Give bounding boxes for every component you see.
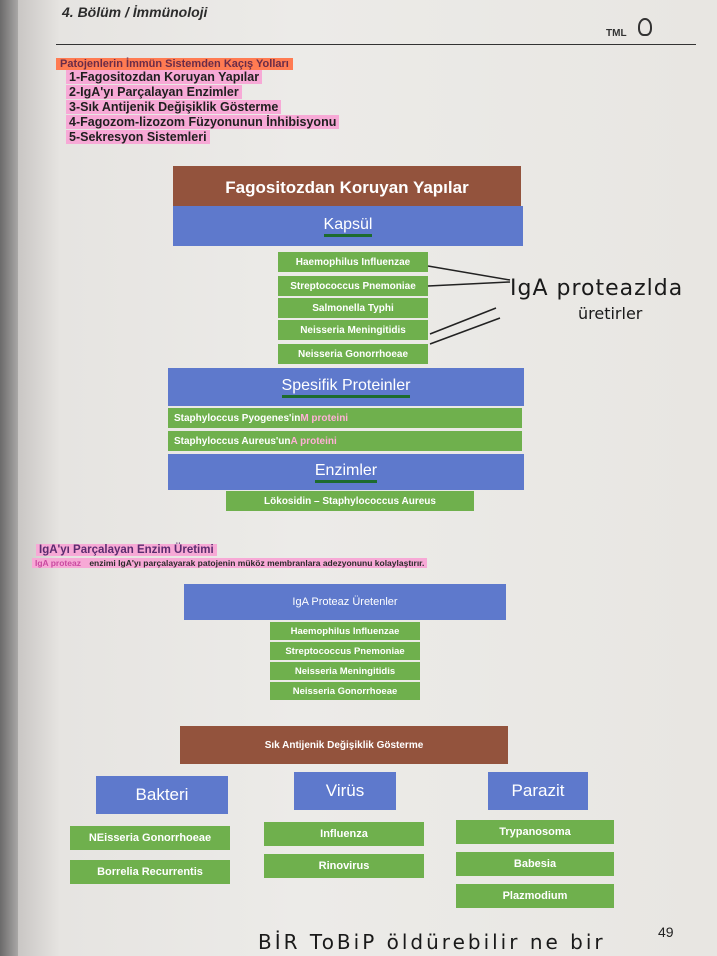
column-header-virus: Virüs (294, 772, 396, 810)
list-item-text: 4-Fagozom-lizozom Füzyonunun İnhibisyonu (66, 115, 340, 129)
capsule-item: Neisseria Gonorrhoeae (278, 344, 428, 364)
handwriting-note-line2: üretirler (578, 304, 643, 323)
section2-title: IgA'yı Parçalayan Enzim Üretimi (36, 540, 217, 558)
iga-producer-text: Streptococcus Pnemoniae (285, 645, 405, 657)
enzymes-header: Enzimler (168, 454, 524, 490)
list-item-text: 5-Sekresyon Sistemleri (66, 130, 210, 144)
section1-list: 1-Fagositozdan Koruyan Yapılar 2-IgA'yı … (66, 70, 340, 145)
capsule-item: Neisseria Meningitidis (278, 320, 428, 340)
virus-item-text: Influenza (320, 828, 368, 840)
parasite-item-text: Babesia (513, 858, 557, 870)
column-label-virus: Virüs (325, 781, 365, 800)
specific-proteins-header: Spesifik Proteinler (168, 368, 524, 406)
iga-producer-item: Neisseria Gonorrhoeae (270, 682, 420, 700)
specific-protein-highlight: A proteini (290, 435, 337, 447)
list-item: 3-Sık Antijenik Değişiklik Gösterme (66, 100, 339, 115)
bacteria-item: NEisseria Gonorrhoeae (70, 826, 230, 850)
specific-protein-text: Staphyloccus Pyogenes'in (174, 412, 301, 424)
iga-producer-text: Haemophilus Influenzae (290, 625, 400, 637)
capsule-item: Streptococcus Pnemoniae (278, 276, 428, 296)
iga-producer-text: Neisseria Meningitidis (294, 665, 396, 677)
capsule-header: Kapsül (173, 206, 523, 246)
capsule-item: Haemophilus Influenzae (278, 252, 428, 272)
capsule-item: Salmonella Typhi (278, 298, 428, 318)
column-label-bacteria: Bakteri (135, 785, 189, 804)
section1-title: Patojenlerin İmmün Sistemden Kaçış Yolla… (56, 54, 293, 72)
parasite-item-text: Trypanosoma (499, 826, 571, 838)
iga-protease-header: IgA Proteaz Üretenler (184, 584, 506, 620)
enzyme-item-text: Lökosidin – Staphylococcus Aureus (264, 495, 436, 507)
section1-title-text: Patojenlerin İmmün Sistemden Kaçış Yolla… (56, 58, 293, 70)
list-item: 4-Fagozom-lizozom Füzyonunun İnhibisyonu (66, 115, 340, 130)
specific-protein-item: Staphyloccus Pyogenes'in M proteini (168, 408, 522, 428)
list-item-text: 1-Fagositozdan Koruyan Yapılar (66, 70, 263, 84)
iga-producer-text: Neisseria Gonorrhoeae (292, 685, 398, 697)
column-header-parasite: Parazit (488, 772, 588, 810)
list-item: 1-Fagositozdan Koruyan Yapılar (66, 70, 339, 85)
list-item: 5-Sekresyon Sistemleri (66, 130, 339, 145)
column-label-parasite: Parazit (511, 781, 565, 800)
specific-protein-text: Staphyloccus Aureus'un (174, 435, 291, 447)
bacteria-item: Borrelia Recurrentis (70, 860, 230, 884)
section2-title-text: IgA'yı Parçalayan Enzim Üretimi (36, 544, 217, 556)
list-item-text: 3-Sık Antijenik Değişiklik Gösterme (66, 100, 282, 114)
parasite-item: Plazmodium (456, 884, 614, 908)
capsule-item-text: Haemophilus Influenzae (295, 256, 411, 268)
enzyme-item: Lökosidin – Staphylococcus Aureus (226, 491, 474, 511)
antigenic-variation-title: Sık Antijenik Değişiklik Gösterme (264, 739, 424, 751)
specific-protein-item: Staphyloccus Aureus'un A proteini (168, 431, 522, 451)
section2-description: IgA proteaz enzimi IgA'yı parçalayarak p… (32, 558, 428, 568)
iga-producer-item: Streptococcus Pnemoniae (270, 642, 420, 660)
capsule-item-text: Streptococcus Pnemoniae (290, 280, 416, 292)
virus-item: Influenza (264, 822, 424, 846)
handwriting-note-line1: IgA proteazlda (510, 276, 684, 301)
header-rule (56, 44, 696, 45)
capsule-label: Kapsül (323, 216, 373, 237)
page-number: 49 (658, 924, 674, 940)
virus-item-text: Rinovirus (318, 860, 370, 872)
publisher-logo: TML (606, 28, 627, 39)
textbook-page: 4. Bölüm / İmmünoloji TML Patojenlerin İ… (18, 0, 717, 956)
specific-proteins-label: Spesifik Proteinler (281, 377, 411, 398)
section2-description-text: enzimi IgA'yı parçalayarak patojenin mük… (83, 558, 428, 568)
chapter-title: 4. Bölüm / İmmünoloji (62, 4, 208, 20)
handwriting-arrows (427, 265, 511, 345)
antigenic-variation-header: Sık Antijenik Değişiklik Gösterme (180, 726, 508, 764)
parasite-item: Babesia (456, 852, 614, 876)
capsule-item-text: Neisseria Meningitidis (300, 324, 406, 336)
parasite-item: Trypanosoma (456, 820, 614, 844)
publisher-logo-icon (638, 18, 652, 36)
bacteria-item-text: Borrelia Recurrentis (97, 866, 203, 878)
footer-handwriting: BİR ToBiP öldürebilir ne bir (258, 930, 606, 954)
capsule-item-text: Neisseria Gonorrhoeae (297, 348, 409, 360)
diagram1-title-box: Fagositozdan Koruyan Yapılar (173, 166, 521, 210)
capsule-item-text: Salmonella Typhi (312, 302, 394, 314)
parasite-item-text: Plazmodium (502, 890, 568, 902)
book-spine-shadow (0, 0, 18, 956)
section2-description-highlight: IgA proteaz (32, 558, 84, 568)
list-item: 2-IgA'yı Parçalayan Enzimler (66, 85, 339, 100)
iga-producer-item: Haemophilus Influenzae (270, 622, 420, 640)
bacteria-item-text: NEisseria Gonorrhoeae (88, 832, 212, 844)
iga-protease-title: IgA Proteaz Üretenler (292, 596, 398, 608)
list-item-text: 2-IgA'yı Parçalayan Enzimler (66, 85, 242, 99)
virus-item: Rinovirus (264, 854, 424, 878)
diagram1-title: Fagositozdan Koruyan Yapılar (225, 178, 469, 197)
enzymes-label: Enzimler (314, 462, 378, 483)
iga-producer-item: Neisseria Meningitidis (270, 662, 420, 680)
column-header-bacteria: Bakteri (96, 776, 228, 814)
specific-protein-highlight: M proteini (300, 412, 349, 424)
